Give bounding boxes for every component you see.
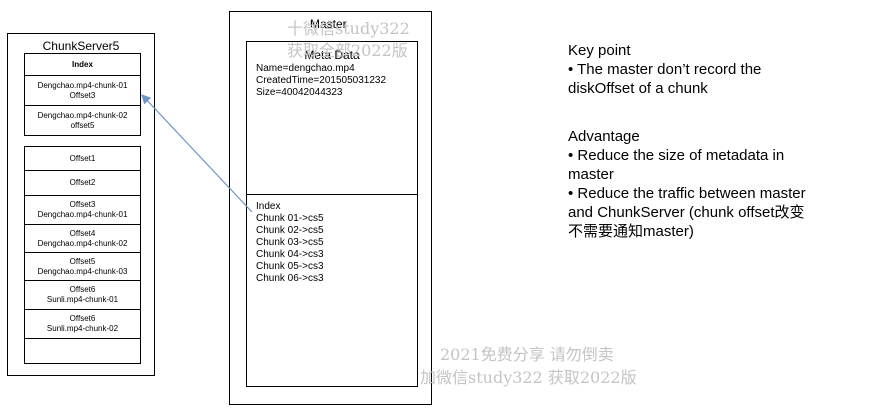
- meta-data-title: Meta Data: [304, 48, 360, 62]
- advantage-line: • Reduce the size of metadata in: [568, 147, 785, 164]
- advantage-title: Advantage: [568, 128, 640, 145]
- master-index-line: Chunk 05->cs3: [256, 261, 324, 272]
- chunkserver-index-table: Index Dengchao.mp4-chunk-01 Offset3 Deng…: [24, 53, 141, 136]
- master-inner-box: Meta Data Name=dengchao.mp4 CreatedTime=…: [246, 41, 418, 387]
- meta-data-line: Name=dengchao.mp4: [256, 63, 355, 74]
- chunkserver-panel: ChunkServer5: [7, 33, 155, 376]
- index-header: Index: [25, 54, 140, 76]
- offset-row: Offset2: [25, 171, 140, 196]
- offset-row: Offset3 Dengchao.mp4-chunk-01: [25, 196, 140, 225]
- key-point-block: Key point • The master don’t record the …: [568, 41, 761, 98]
- advantage-line: master: [568, 166, 614, 183]
- advantage-line: and ChunkServer (chunk offset改变: [568, 204, 805, 221]
- key-point-line: diskOffset of a chunk: [568, 80, 708, 97]
- chunkserver-offset-table: Offset1 Offset2 Offset3 Dengchao.mp4-chu…: [24, 146, 141, 364]
- watermark-top-2: 获取全部2022版: [287, 41, 408, 60]
- master-index-line: Chunk 04->cs3: [256, 249, 324, 260]
- offset-row: Offset6 Sunli.mp4-chunk-02: [25, 310, 140, 339]
- chunkserver-title: ChunkServer5: [42, 39, 120, 53]
- master-index-line: Chunk 03->cs5: [256, 237, 324, 248]
- master-index-title: Index: [256, 201, 281, 212]
- meta-data-list: Name=dengchao.mp4 CreatedTime=2015050312…: [256, 63, 386, 99]
- offset-row: Offset5 Dengchao.mp4-chunk-03: [25, 253, 140, 281]
- master-index-list: Index Chunk 01->cs5 Chunk 02->cs5 Chunk …: [256, 201, 324, 285]
- master-index-line: Chunk 01->cs5: [256, 213, 324, 224]
- offset-row: Offset6 Sunli.mp4-chunk-01: [25, 281, 140, 310]
- advantage-block: Advantage • Reduce the size of metadata …: [568, 127, 806, 241]
- master-index-line: Chunk 06->cs3: [256, 273, 324, 284]
- offset-row: Offset1: [25, 147, 140, 171]
- index-entry: Dengchao.mp4-chunk-01 Offset3: [25, 76, 140, 106]
- meta-data-line: CreatedTime=201505031232: [256, 75, 387, 86]
- master-index-line: Chunk 02->cs5: [256, 225, 324, 236]
- key-point-line: • The master don’t record the: [568, 61, 762, 78]
- master-panel: Master: [229, 11, 432, 405]
- advantage-line: 不需要通知master): [568, 223, 694, 240]
- watermark-bottom-1: 2021免费分享 请勿倒卖: [440, 345, 614, 364]
- offset-row: Offset4 Dengchao.mp4-chunk-02: [25, 225, 140, 253]
- watermark-top-1: 十微信study322: [287, 19, 410, 38]
- arrow-line: [141, 94, 253, 213]
- index-entry: Dengchao.mp4-chunk-02 offset5: [37, 110, 128, 130]
- watermark-bottom-2: 加微信study322 获取2022版: [420, 368, 637, 387]
- key-point-title: Key point: [568, 42, 631, 59]
- meta-data-line: Size=40042044323: [256, 87, 343, 98]
- master-divider: [247, 194, 417, 195]
- master-title: Master: [310, 17, 347, 31]
- advantage-line: • Reduce the traffic between master: [568, 185, 806, 202]
